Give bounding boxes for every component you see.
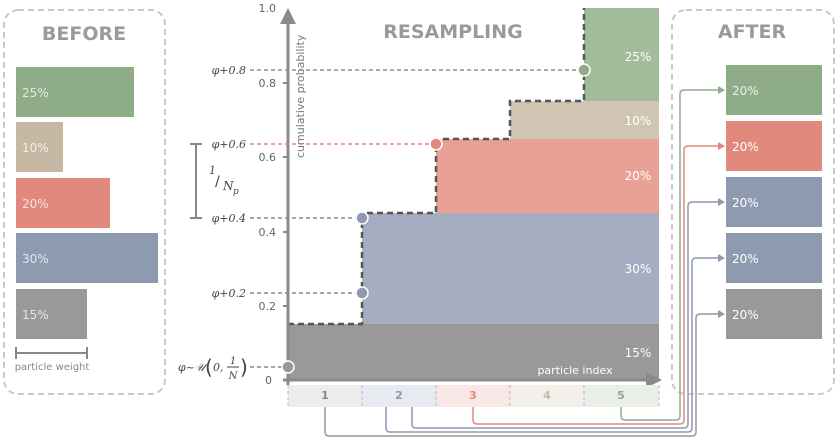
after-bar-1 xyxy=(726,65,822,115)
phi-start-label: φ~𝒰 xyxy=(178,361,208,374)
before-bar-3 xyxy=(16,178,110,228)
y-ticks xyxy=(283,82,288,307)
y-tick-0.6: 0.6 xyxy=(259,151,277,164)
phi-dist-numerator: 1 xyxy=(230,356,236,367)
phi-dist-zero: 0, xyxy=(213,361,224,374)
before-bar-2-label: 10% xyxy=(22,141,49,155)
phi-point-3 xyxy=(429,137,443,151)
y-tick-0.8: 0.8 xyxy=(259,77,277,90)
connector-particle-3-arrow xyxy=(718,142,725,150)
phi-dist-denominator: N xyxy=(228,371,239,382)
before-bar-5 xyxy=(16,289,87,339)
after-bar-3-label: 20% xyxy=(732,196,759,210)
band-particle-4 xyxy=(510,101,659,139)
band-particle-2 xyxy=(362,213,659,324)
y-tick-0.4: 0.4 xyxy=(259,226,277,239)
band-1-label: 15% xyxy=(625,346,652,360)
band-particle-5 xyxy=(584,8,659,101)
band-4-label: 10% xyxy=(625,114,652,128)
y-axis-arrow xyxy=(280,8,296,24)
y-tick-1.0: 1.0 xyxy=(259,2,277,15)
before-bar-3-label: 20% xyxy=(22,197,49,211)
phi-label-0.8: φ+0.8 xyxy=(212,64,246,77)
before-bar-4 xyxy=(16,233,158,283)
resampling-title: RESAMPLING xyxy=(383,21,523,43)
before-bar-1-label: 25% xyxy=(22,86,49,100)
phi-dist-close-paren: ) xyxy=(240,355,248,379)
band-5-label: 25% xyxy=(625,50,652,64)
interval-bracket xyxy=(190,143,202,219)
interval-label-den: N xyxy=(222,179,234,193)
particle-weight-label: particle weight xyxy=(15,362,90,373)
connector-particle-1-arrow xyxy=(718,310,725,318)
band-particle-1 xyxy=(288,324,659,380)
x-tick-4: 4 xyxy=(543,389,551,402)
before-title: BEFORE xyxy=(42,23,126,45)
after-bar-2-label: 20% xyxy=(732,140,759,154)
phi-point-2 xyxy=(355,211,369,225)
phi-label-0.2: φ+0.2 xyxy=(212,287,246,300)
after-bar-4-label: 20% xyxy=(732,252,759,266)
after-bar-5 xyxy=(726,289,822,339)
y-tick-0.2: 0.2 xyxy=(259,300,277,313)
before-bar-1 xyxy=(16,67,134,117)
connector-particle-1 xyxy=(324,313,718,437)
x-tick-5: 5 xyxy=(617,389,625,402)
after-bar-1-label: 20% xyxy=(732,84,759,98)
before-bar-4-label: 30% xyxy=(22,252,49,266)
interval-label-sub: p xyxy=(233,187,239,197)
x-axis-arrow xyxy=(646,372,662,388)
band-3-label: 20% xyxy=(625,169,652,183)
connector-particle-2a xyxy=(385,257,718,433)
connector-particle-2a-arrow xyxy=(718,254,725,262)
phi-label-0.4: φ+0.4 xyxy=(212,212,246,225)
connector-particle-5-arrow xyxy=(718,86,725,94)
particle-weight-scale xyxy=(15,347,88,359)
after-bar-3 xyxy=(726,177,822,227)
x-tick-3: 3 xyxy=(469,389,477,402)
connector-particle-2b xyxy=(411,201,718,429)
particle-index-strip xyxy=(288,385,659,407)
phi-dist-open-paren: ( xyxy=(205,355,213,379)
before-bar-2 xyxy=(16,122,63,172)
phi-point-0 xyxy=(281,360,295,374)
x-tick-1: 1 xyxy=(321,389,329,402)
band-2-label: 30% xyxy=(625,262,652,276)
y-axis-label: cumulative probability xyxy=(294,34,307,158)
after-panel xyxy=(671,9,835,395)
x-axis-label: particle index xyxy=(537,364,613,377)
x-tick-2: 2 xyxy=(395,389,403,402)
connector-particle-3 xyxy=(472,145,718,425)
phi-label-0.6: φ+0.6 xyxy=(212,138,246,151)
after-bar-2 xyxy=(726,121,822,171)
before-panel xyxy=(3,9,166,395)
after-bar-5-label: 20% xyxy=(732,308,759,322)
interval-label-slash: / xyxy=(215,174,220,190)
index-separators xyxy=(287,385,660,407)
interval-label-num: 1 xyxy=(209,164,216,177)
y-tick-0: 0 xyxy=(265,374,272,387)
band-particle-3 xyxy=(436,139,659,213)
after-bar-4 xyxy=(726,233,822,283)
phi-point-1 xyxy=(355,286,369,300)
phi-point-4 xyxy=(577,63,591,77)
after-title: AFTER xyxy=(718,21,787,43)
connector-particle-5 xyxy=(620,89,718,421)
connector-particle-2b-arrow xyxy=(718,198,725,206)
before-bar-5-label: 15% xyxy=(22,308,49,322)
